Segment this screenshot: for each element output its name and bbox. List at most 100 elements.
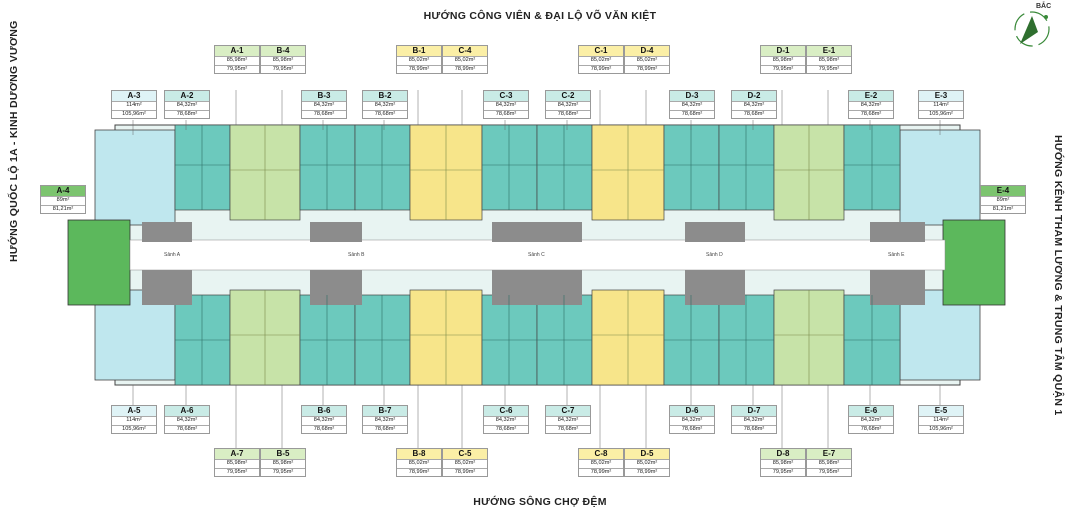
unit-area-gross: 114m²	[919, 101, 963, 110]
unit-area-net: 79,95m²	[261, 467, 305, 477]
unit-code: E-5	[919, 406, 963, 416]
lobby-e-label: Sảnh E	[888, 252, 905, 258]
unit-area-net: 78,68m²	[849, 109, 893, 119]
unit-code: A-3	[112, 91, 156, 101]
unit-area-gross: 114m²	[112, 101, 156, 110]
unit-area-gross: 85,98m²	[215, 459, 259, 468]
unit-code: C-4	[443, 46, 487, 56]
unit-code: D-4	[625, 46, 669, 56]
unit-area-net: 78,68m²	[484, 109, 528, 119]
unit-area-gross: 84,32m²	[849, 101, 893, 110]
lobby-b-label: Sảnh B	[348, 252, 365, 258]
unit-code: C-6	[484, 406, 528, 416]
unit-area-gross: 84,32m²	[484, 101, 528, 110]
unit-area-net: 78,99m²	[397, 64, 441, 74]
lobby-a-label: Sảnh A	[164, 252, 181, 258]
unit-area-net: 78,99m²	[625, 467, 669, 477]
unit-area-net: 78,68m²	[732, 424, 776, 434]
unit-area-gross: 84,32m²	[670, 416, 714, 425]
unit-area-net: 78,68m²	[546, 109, 590, 119]
plan-body	[67, 124, 1006, 386]
unit-area-net: 105,96m²	[919, 424, 963, 434]
unit-area-gross: 85,98m²	[261, 459, 305, 468]
unit-area-net: 81,21m²	[981, 204, 1025, 214]
unit-code: A-7	[215, 449, 259, 459]
unit-code: C-3	[484, 91, 528, 101]
unit-code: B-3	[302, 91, 346, 101]
unit-area-net: 78,68m²	[670, 424, 714, 434]
unit-code: A-4	[41, 186, 85, 196]
unit-area-gross: 84,32m²	[484, 416, 528, 425]
unit-code: E-1	[807, 46, 851, 56]
unit-code: B-1	[397, 46, 441, 56]
lobby-c-label: Sảnh C	[528, 252, 545, 258]
unit-area-net: 78,99m²	[443, 467, 487, 477]
unit-area-net: 78,99m²	[579, 64, 623, 74]
unit-area-gross: 114m²	[112, 416, 156, 425]
unit-area-gross: 85,98m²	[761, 459, 805, 468]
unit-area-net: 105,96m²	[919, 109, 963, 119]
unit-area-net: 79,95m²	[215, 467, 259, 477]
compass-label: BẮC	[1036, 3, 1052, 10]
unit-area-net: 78,68m²	[302, 109, 346, 119]
direction-bottom: HƯỚNG SÔNG CHỢ ĐỆM	[473, 496, 607, 508]
unit-area-gross: 84,32m²	[849, 416, 893, 425]
unit-code: D-1	[761, 46, 805, 56]
unit-code: D-3	[670, 91, 714, 101]
unit-code: B-6	[302, 406, 346, 416]
unit-code: E-2	[849, 91, 893, 101]
unit-code: E-7	[807, 449, 851, 459]
unit-code: D-7	[732, 406, 776, 416]
unit-area-net: 79,95m²	[761, 467, 805, 477]
unit-area-gross: 85,02m²	[625, 459, 669, 468]
unit-area-gross: 85,98m²	[761, 56, 805, 65]
unit-area-net: 78,68m²	[849, 424, 893, 434]
unit-area-net: 78,99m²	[397, 467, 441, 477]
unit-code: D-8	[761, 449, 805, 459]
unit-area-net: 105,96m²	[112, 109, 156, 119]
unit-area-net: 79,95m²	[215, 64, 259, 74]
unit-area-gross: 85,02m²	[579, 459, 623, 468]
